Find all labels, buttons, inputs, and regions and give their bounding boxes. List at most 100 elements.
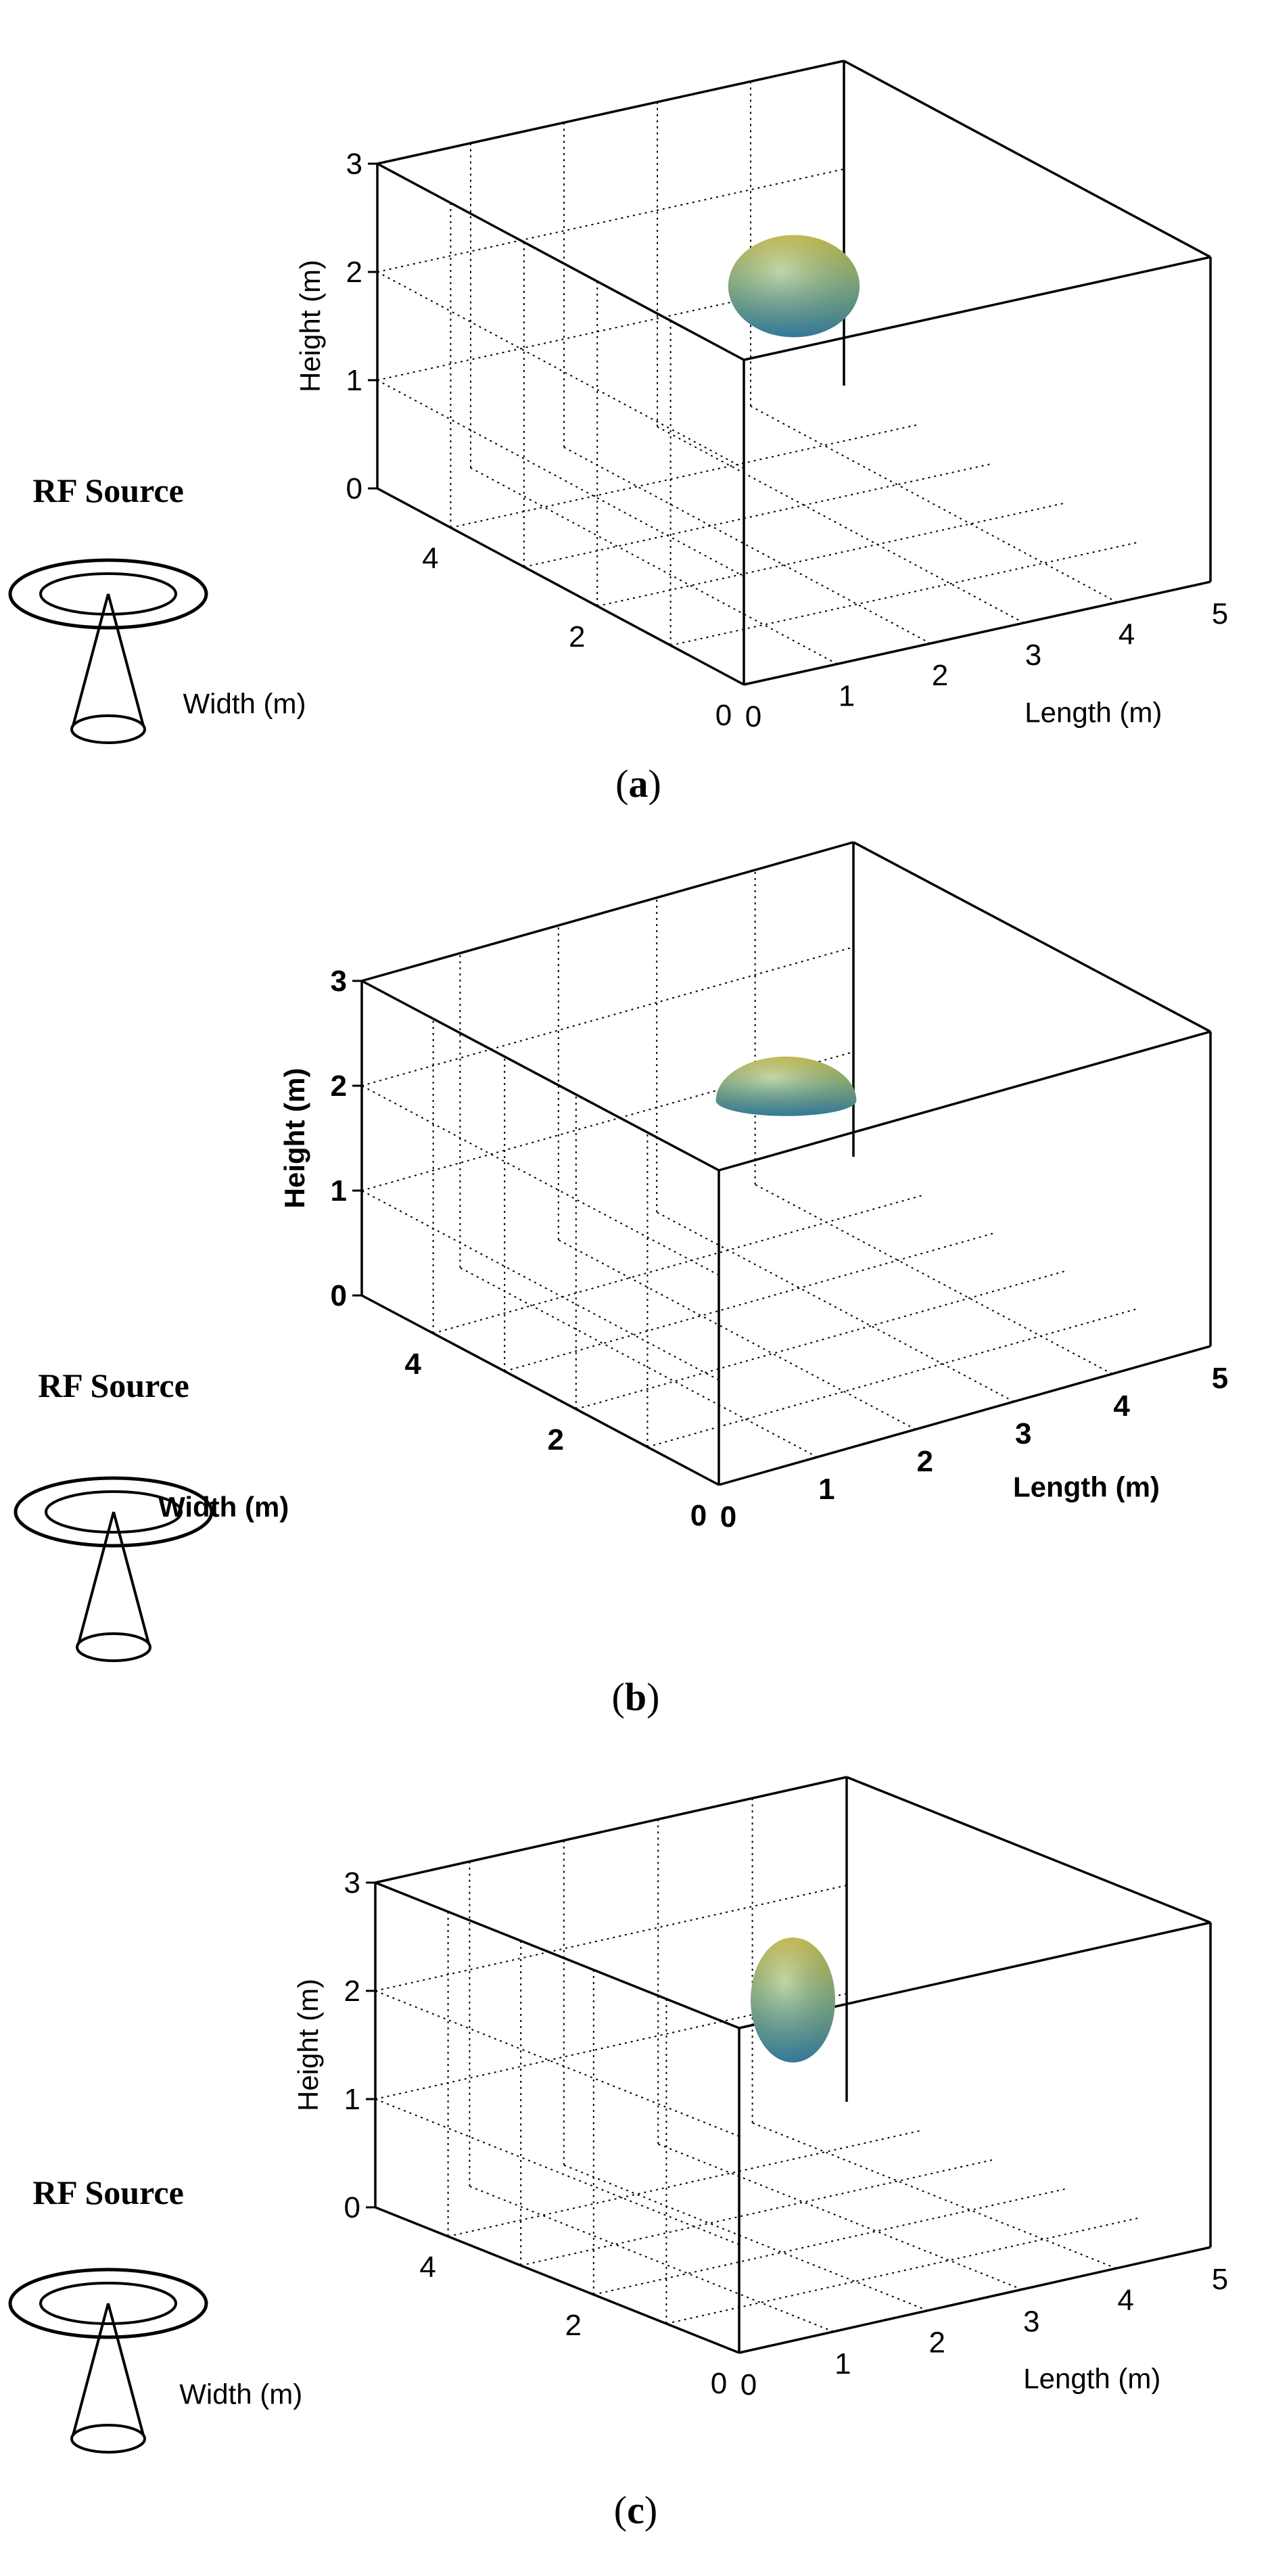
y-tick-label: 2 — [565, 2309, 582, 2342]
y-axis-label: Width (m) — [183, 687, 306, 719]
frame-edge — [375, 2206, 740, 2354]
frame-edge — [361, 1294, 720, 1486]
grid-line — [377, 380, 745, 577]
z-axis-label: Height (m) — [279, 1068, 310, 1209]
frame-edge — [377, 487, 745, 686]
x-axis-label: Length (m) — [1013, 1471, 1160, 1502]
grid-line — [375, 2098, 740, 2245]
grid-line — [563, 446, 931, 645]
antenna-cone-edge — [112, 1511, 150, 1644]
grid-line — [459, 1267, 818, 1458]
x-tick-label: 5 — [1212, 597, 1228, 630]
grid-line — [563, 2164, 928, 2312]
panel-caption: (a) — [615, 762, 661, 806]
grid-line — [752, 2122, 1116, 2270]
grid-line — [657, 426, 1025, 624]
y-tick-label: 2 — [569, 620, 585, 653]
z-tick-label: 1 — [346, 364, 362, 397]
antenna-cone-edge — [107, 593, 145, 727]
x-tick-label: 4 — [1113, 1389, 1130, 1423]
grid-line — [520, 2159, 993, 2266]
grid-line — [450, 424, 918, 528]
y-axis-label: Width (m) — [179, 2378, 302, 2410]
frame-edge — [375, 1776, 847, 1884]
grid-line — [596, 503, 1064, 607]
frame-edge — [843, 60, 1211, 258]
x-tick-label: 0 — [740, 2368, 757, 2401]
grid-line — [647, 1308, 1139, 1448]
antenna-outer-ring — [14, 1476, 214, 1548]
grid-line — [377, 271, 745, 469]
y-tick-label: 4 — [422, 542, 438, 575]
z-tick-label: 0 — [344, 2191, 360, 2224]
frame-edge — [718, 1345, 1211, 1486]
rf-source-icon — [14, 1476, 214, 1662]
frame-edge — [375, 1881, 740, 2029]
x-tick-label: 0 — [720, 1500, 736, 1534]
grid-line — [666, 2217, 1138, 2324]
x-tick-label: 5 — [1212, 2263, 1228, 2296]
rf-source-label: RF Source — [32, 472, 184, 509]
antenna-outer-ring — [8, 558, 208, 630]
antenna-cone-edge — [107, 2303, 145, 2436]
frame-edge — [361, 841, 854, 982]
grid-line — [656, 1212, 1014, 1402]
grid-line — [377, 277, 845, 381]
z-tick-label: 2 — [331, 1070, 347, 1103]
y-tick-label: 4 — [419, 2251, 436, 2284]
z-axis-label: Height (m) — [292, 1979, 324, 2111]
object-shading — [751, 1937, 835, 2063]
grid-line — [448, 2130, 920, 2237]
z-tick-label: 3 — [344, 1866, 360, 1900]
frame-edge — [377, 60, 845, 165]
grid-line — [575, 1270, 1068, 1410]
grid-line — [433, 1194, 925, 1334]
grid-line — [657, 2143, 1022, 2291]
y-tick-label: 2 — [548, 1423, 564, 1456]
antenna-cone-base — [76, 1632, 151, 1662]
grid-line — [375, 1990, 740, 2137]
z-tick-label: 2 — [346, 256, 362, 289]
x-tick-label: 2 — [932, 659, 948, 692]
x-tick-label: 3 — [1023, 2305, 1039, 2338]
grid-line — [377, 168, 845, 273]
rf-source-icon — [8, 558, 208, 744]
x-tick-label: 5 — [1212, 1362, 1228, 1395]
antenna-inner-ring — [39, 2282, 177, 2325]
x-axis-label: Length (m) — [1025, 697, 1162, 729]
x-tick-label: 4 — [1117, 2284, 1133, 2317]
grid-line — [361, 1190, 720, 1381]
x-tick-label: 0 — [745, 700, 761, 733]
frame-edge — [377, 162, 745, 361]
grid-line — [361, 1085, 720, 1276]
x-tick-label: 2 — [929, 2326, 945, 2360]
z-tick-label: 0 — [346, 472, 362, 505]
z-tick-label: 3 — [331, 965, 347, 998]
z-axis-label: Height (m) — [294, 260, 326, 392]
x-tick-label: 1 — [834, 2347, 851, 2380]
x-tick-label: 3 — [1025, 639, 1041, 672]
grid-line — [523, 463, 991, 568]
rf-source-label: RF Source — [32, 2174, 184, 2211]
antenna-cone-base — [70, 714, 146, 744]
antenna-cone-base — [70, 2424, 146, 2454]
z-tick-label: 1 — [344, 2083, 360, 2116]
rf-source-icon — [8, 2268, 208, 2454]
y-tick-label: 0 — [715, 699, 732, 732]
x-tick-label: 1 — [818, 1473, 834, 1506]
object-shading — [728, 235, 860, 338]
z-tick-label: 1 — [331, 1174, 347, 1208]
frame-edge — [738, 2246, 1211, 2354]
frame-edge — [743, 580, 1211, 686]
antenna-inner-ring — [45, 1490, 183, 1534]
panel-caption: (b) — [612, 1675, 660, 1719]
panel-caption: (c) — [614, 2488, 657, 2532]
z-tick-label: 2 — [344, 1975, 360, 2008]
y-tick-label: 0 — [690, 1499, 707, 1532]
z-tick-label: 0 — [331, 1279, 347, 1312]
grid-line — [558, 1239, 916, 1430]
